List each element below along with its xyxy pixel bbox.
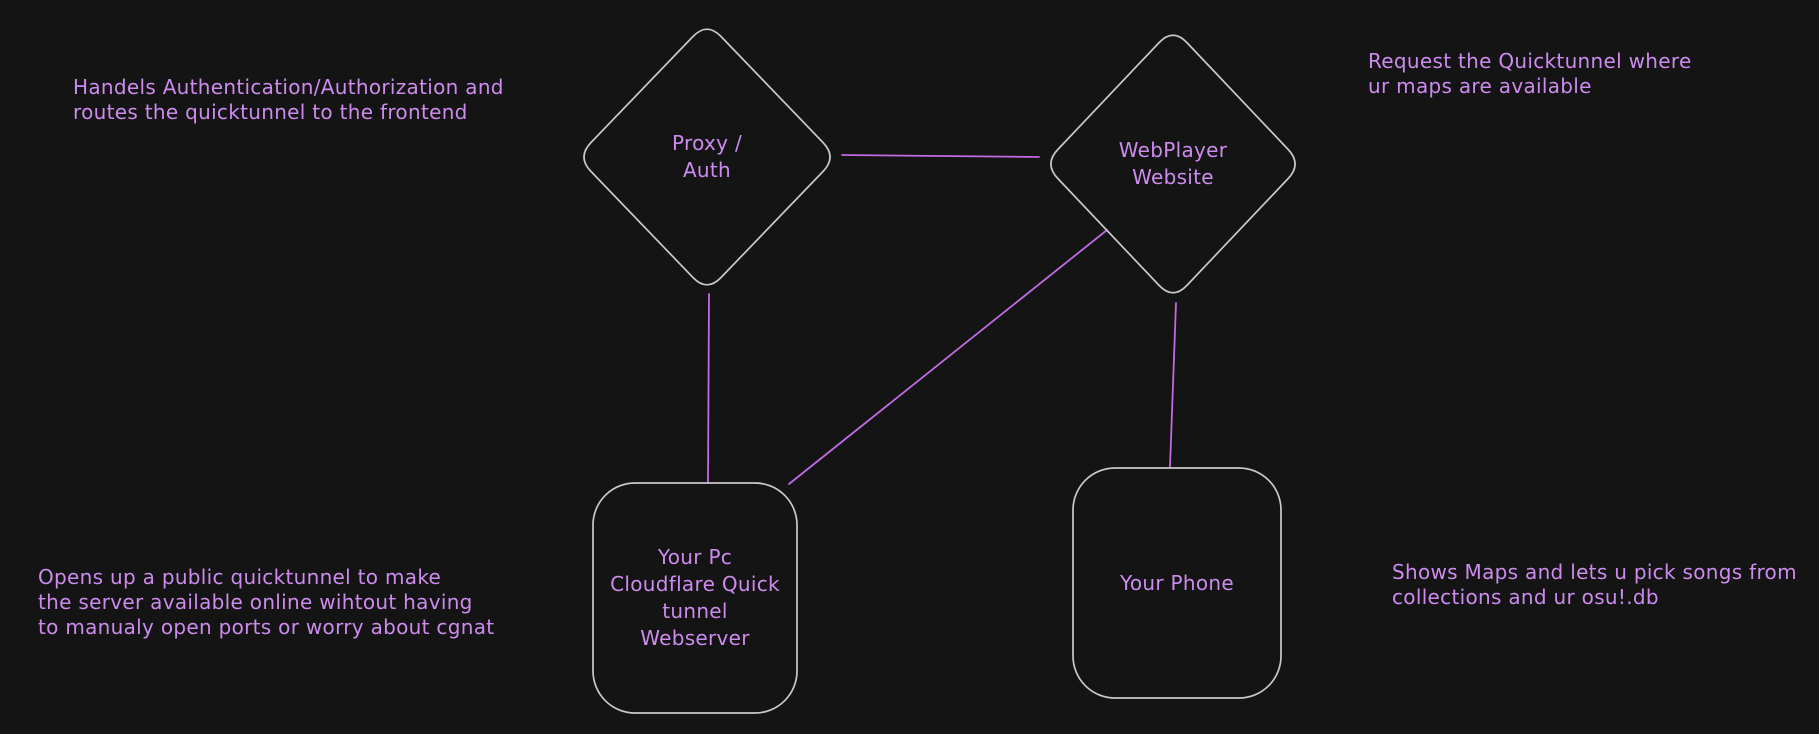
- note-quicktunnel-description: Opens up a public quicktunnel to make th…: [38, 565, 495, 639]
- note-proxy-description: Handels Authentication/Authorization and…: [73, 75, 504, 124]
- edge-proxy-to-webplayer: [841, 154, 1040, 158]
- pc-server-box: [592, 482, 798, 714]
- phone-label: Your Phone: [1119, 570, 1234, 595]
- pc-server-label: Your Pc Cloudflare Quick tunnel Webserve…: [610, 545, 780, 650]
- edge-webplayer-to-pc-server: [788, 229, 1108, 485]
- proxy-auth-diamond: [583, 28, 831, 286]
- webplayer-label: WebPlayer Website: [1118, 138, 1228, 189]
- webplayer-diamond: [1050, 34, 1296, 294]
- phone-box: [1072, 467, 1282, 699]
- note-webplayer-request: Request the Quicktunnel where ur maps ar…: [1368, 49, 1692, 98]
- edge-webplayer-to-phone: [1169, 302, 1177, 468]
- note-phone-description: Shows Maps and lets u pick songs from co…: [1392, 560, 1797, 609]
- proxy-auth-label: Proxy / Auth: [672, 131, 742, 182]
- edge-proxy-to-pc-server: [707, 293, 710, 483]
